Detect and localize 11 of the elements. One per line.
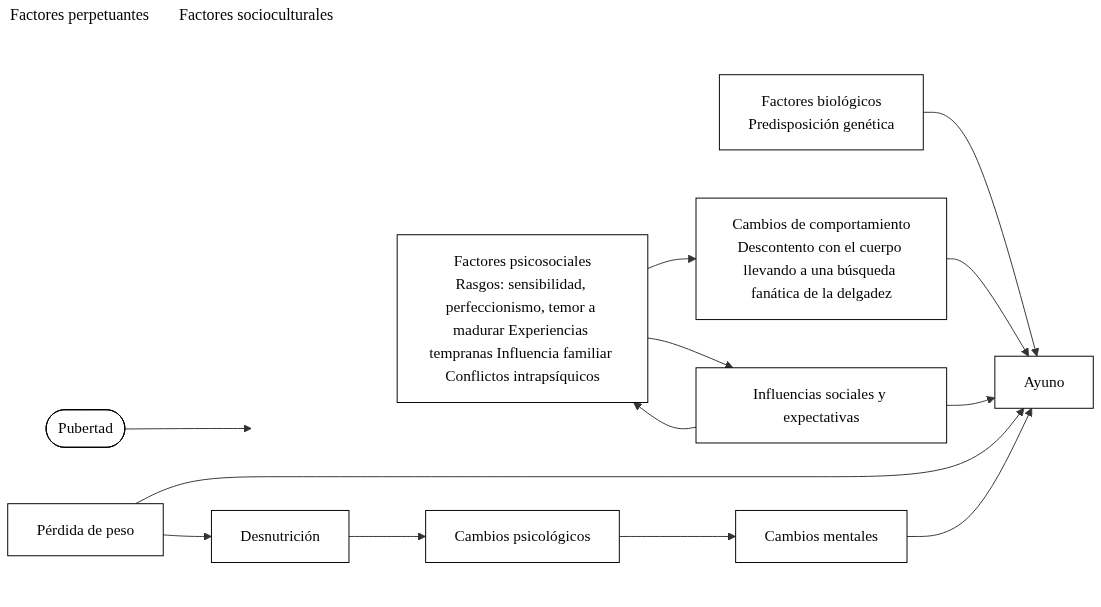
group-label: Factores perpetuantes xyxy=(10,6,150,24)
group-label: Factores socioculturales xyxy=(179,6,334,24)
node-box: Ayuno xyxy=(994,356,1094,410)
node-box: Factores psicosociales Rasgos: sensibilidad, perfeccionismo, temor a madurar Experiencias tempranas Influencia familiar Conflictos intrapsíquicos xyxy=(396,234,649,404)
node-box: Pérdida de peso xyxy=(7,503,164,557)
node-box: Cambios de comportamiento Descontento con el cuerpo llevando a una búsqueda fanática de la delgadez xyxy=(695,198,948,321)
node-box: Cambios psicológicos xyxy=(425,510,620,564)
node-box: Influencias sociales y expectativas xyxy=(695,367,948,444)
node-box: Desnutrición xyxy=(210,510,350,564)
node-box: Cambios mentales xyxy=(735,510,908,564)
node-box: Factores biológicos Predisposición genética xyxy=(718,74,924,151)
